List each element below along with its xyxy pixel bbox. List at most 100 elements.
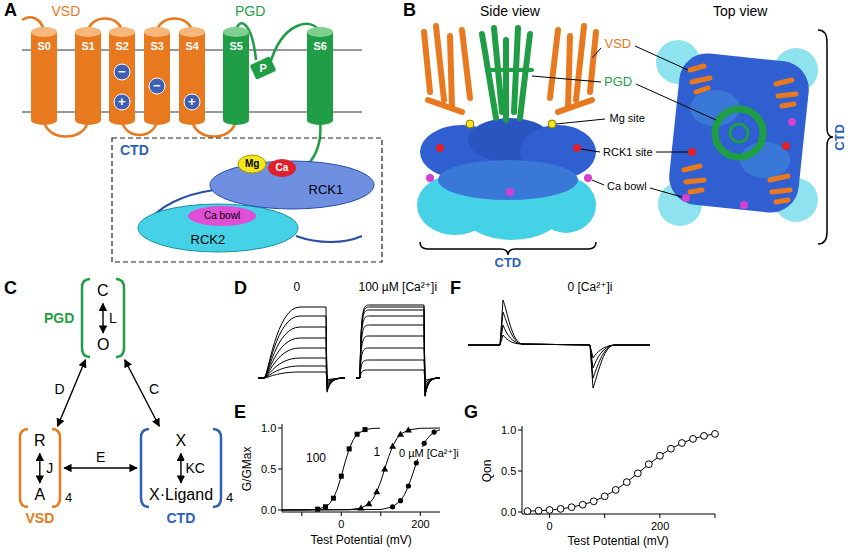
helix-cylinder — [144, 32, 170, 120]
transition-arrow — [180, 453, 182, 483]
state-group: VSDRA — [18, 428, 62, 508]
pore-helix — [250, 56, 277, 80]
rate-constant-label: L — [108, 310, 118, 326]
rck1-binding-site — [436, 144, 444, 152]
axis — [518, 426, 715, 518]
transition-arrow — [125, 360, 160, 426]
data-marker — [397, 431, 404, 437]
data-marker — [381, 466, 388, 472]
current-trace — [258, 307, 345, 392]
domain-label: CTD — [120, 142, 149, 158]
current-trace — [356, 325, 440, 391]
helix-label: S1 — [82, 40, 95, 53]
axis-title: Test Potential (mV) — [311, 534, 412, 548]
data-marker — [690, 436, 697, 443]
rate-constant-label: C — [148, 381, 160, 397]
data-marker — [406, 483, 411, 488]
vsd-helices — [450, 36, 452, 108]
vsd-helices — [424, 26, 596, 112]
gating-current-trace — [468, 300, 650, 388]
pore-helix — [250, 56, 277, 80]
state-label: X — [176, 432, 187, 450]
top-binding-site — [782, 142, 790, 150]
axis — [659, 514, 660, 518]
data-marker — [432, 430, 437, 435]
gating-current-trace — [468, 335, 650, 358]
callout-label: Mg site — [610, 112, 645, 125]
bracket-outline — [141, 429, 221, 507]
pore-loop — [310, 120, 321, 162]
rck2-domain — [138, 204, 298, 252]
vsd-helices-top — [770, 176, 788, 180]
vsd-helices-top — [692, 78, 710, 82]
data-marker — [405, 426, 412, 432]
rate-constant-label: E — [95, 449, 106, 465]
top-view-structure — [740, 142, 790, 178]
helix-cylinder — [109, 115, 135, 125]
vsd-helices-top — [776, 200, 788, 202]
tick-label: 0.0 — [501, 506, 516, 519]
callout-label: RCK1 site — [603, 146, 653, 159]
top-binding-site — [682, 118, 796, 209]
data-marker — [657, 452, 664, 459]
ctd-boundary — [112, 138, 382, 262]
axis-title: Qon — [481, 460, 495, 483]
helix-cylinder — [307, 115, 333, 125]
data-marker — [373, 488, 380, 494]
bracket-label: CTD — [832, 124, 847, 151]
leader-line — [656, 152, 688, 153]
site-label: Ca — [276, 162, 289, 174]
helix-cylinder — [223, 32, 249, 120]
current-trace — [356, 336, 440, 389]
rck1-binding-site — [573, 144, 581, 152]
helix-cylinder — [223, 115, 249, 125]
tick-label: 0.5 — [501, 465, 516, 478]
pgd-helices — [520, 34, 530, 118]
axis-title: Test Potential (mV) — [568, 535, 669, 549]
data-marker — [524, 508, 531, 515]
data-marker — [712, 431, 719, 438]
axis — [282, 424, 440, 512]
axis — [278, 424, 440, 516]
ca-bowl-site — [188, 206, 256, 226]
current-trace — [356, 307, 440, 396]
charge-circle — [114, 64, 200, 110]
view-title: Side view — [480, 3, 540, 19]
pgd-helices — [503, 40, 509, 120]
vsd-helices — [550, 30, 558, 98]
helix-cylinder — [307, 27, 333, 37]
current-trace — [258, 372, 345, 379]
axis — [278, 469, 282, 470]
curly-bracket — [420, 242, 596, 255]
data-marker — [668, 445, 675, 452]
helix-cylinder — [75, 115, 101, 125]
pore-helix-label: P — [260, 62, 267, 75]
transition-arrow — [64, 467, 137, 468]
leader-line — [592, 48, 601, 58]
conductance-curve — [282, 430, 440, 510]
helix-cylinder — [31, 115, 57, 125]
rck2-domain — [138, 204, 298, 252]
axis — [518, 512, 522, 513]
helix-cylinder — [179, 115, 205, 125]
leader-line — [635, 46, 688, 70]
vsd-loop — [22, 17, 236, 136]
state-label: R — [34, 432, 46, 450]
axis — [518, 430, 522, 431]
site-label: Mg — [245, 158, 259, 170]
vsd-helices — [576, 26, 584, 100]
rate-constant-label: J — [45, 460, 54, 476]
vsd-helices-top — [696, 88, 708, 92]
current-trace — [356, 305, 440, 396]
pgd-helices — [488, 68, 532, 72]
bracket-outline — [20, 429, 60, 507]
data-marker — [398, 498, 403, 503]
gating-current-trace — [468, 325, 650, 368]
data-marker — [535, 507, 542, 514]
state-node: O — [94, 335, 112, 355]
domain-label: PGD — [235, 3, 265, 19]
charge-curve — [528, 434, 716, 511]
data-marker — [358, 505, 365, 511]
group-heading: PGD — [44, 310, 74, 326]
